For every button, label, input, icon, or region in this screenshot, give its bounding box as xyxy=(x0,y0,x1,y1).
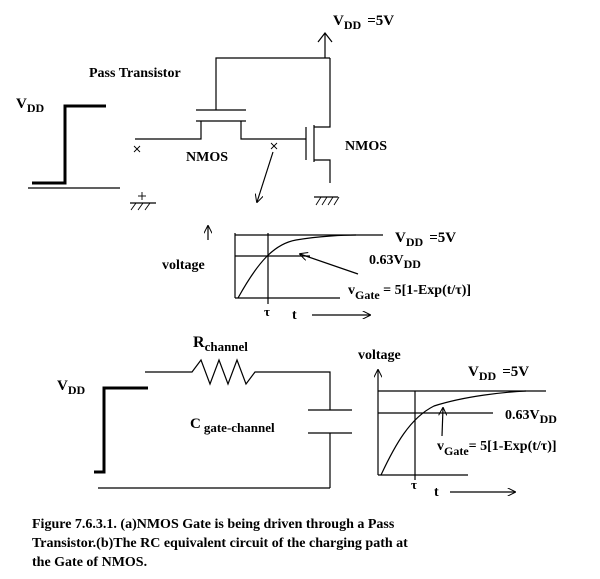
capacitor-symbol xyxy=(308,409,352,488)
vdd-input-label: VDD xyxy=(16,96,45,115)
input-step-a xyxy=(28,104,120,189)
graph-a-tau-label: τ xyxy=(264,304,270,319)
nmos-label: NMOS xyxy=(345,139,387,154)
graph-a-vdd-label: VDD=5V xyxy=(395,230,456,249)
graph-b-vdd-label: VDD=5V xyxy=(468,364,529,383)
graph-a-pointer-arrow xyxy=(300,254,359,275)
pass-transistor-symbol xyxy=(135,109,306,140)
input-step-b xyxy=(94,386,330,489)
graph-a-063-label: 0.63VDD xyxy=(369,253,421,271)
graph-b-063-label: 0.63VDD xyxy=(505,408,557,426)
graph-b xyxy=(378,370,546,492)
node-x-gate xyxy=(270,142,278,150)
caption-line-2: Transistor.(b)The RC equivalent circuit … xyxy=(32,536,408,551)
probe-arrow xyxy=(257,151,274,202)
figure-caption: Figure 7.6.3.1. (a)NMOS Gate is being dr… xyxy=(32,517,408,570)
nmos-ground-icon xyxy=(314,196,340,206)
pass-gate-wire xyxy=(215,57,331,120)
graph-b-pointer-arrow xyxy=(442,408,443,437)
graph-b-equation: vGate= 5[1-Exp(t/τ)] xyxy=(437,439,557,458)
vdd-supply-label: VDD=5V xyxy=(333,13,394,32)
input-ground-icon xyxy=(130,192,156,211)
supply-arrow xyxy=(317,32,333,58)
graph-b-tau-label: τ xyxy=(411,477,417,492)
graph-a-ylabel: voltage xyxy=(162,258,205,273)
graph-b-charging-curve xyxy=(380,390,527,476)
graph-b-t-label: t xyxy=(434,485,439,500)
graph-a-t-label: t xyxy=(292,308,297,323)
r-channel-label: Rchannel xyxy=(193,334,248,354)
graph-a-equation: vGate = 5[1-Exp(t/τ)] xyxy=(348,283,471,302)
graph-a xyxy=(208,226,383,315)
caption-line-3: the Gate of NMOS. xyxy=(32,555,147,570)
nmos-pass-label: NMOS xyxy=(186,150,228,165)
nmos-symbol xyxy=(305,120,331,183)
graph-b-ylabel: voltage xyxy=(358,348,401,363)
node-x-left xyxy=(133,145,141,153)
vdd-b-label: VDD xyxy=(57,378,86,397)
graph-a-charging-curve xyxy=(237,234,357,299)
pass-transistor-label: Pass Transistor xyxy=(89,66,181,81)
caption-line-1: Figure 7.6.3.1. (a)NMOS Gate is being dr… xyxy=(32,517,395,532)
resistor-symbol xyxy=(145,358,331,410)
